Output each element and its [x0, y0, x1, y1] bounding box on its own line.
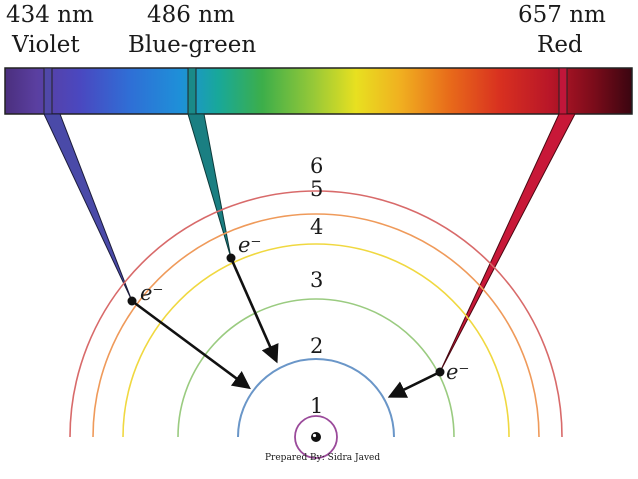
- level-number-5: 5: [310, 177, 323, 201]
- orbit-level-4: [122, 243, 510, 438]
- level-number-3: 3: [310, 268, 323, 292]
- electron-label-red: e⁻: [446, 360, 470, 384]
- red-wavelength-label: 657 nm: [518, 2, 606, 28]
- nucleus: [311, 432, 321, 442]
- red-line-mark: [558, 67, 568, 115]
- bluegreen-wavelength-label: 486 nm: [147, 2, 235, 28]
- level-number-4: 4: [310, 215, 323, 239]
- visible-spectrum-bar: [4, 67, 633, 115]
- violet-line-mark: [43, 67, 53, 115]
- orbit-level-1: [294, 415, 338, 459]
- level-number-2: 2: [310, 334, 323, 358]
- bluegreen-emission-wedge: [187, 113, 232, 259]
- transition-arrow-red: [387, 370, 441, 398]
- electron-bluegreen: [226, 253, 236, 263]
- red-color-label: Red: [537, 32, 583, 58]
- orbit-level-2: [237, 358, 395, 438]
- violet-emission-wedge: [43, 113, 133, 302]
- credit-text: Prepared By: Sidra Javed: [265, 453, 380, 463]
- violet-color-label: Violet: [12, 32, 80, 58]
- orbit-level-6: [69, 190, 563, 438]
- electron-violet: [127, 296, 137, 306]
- bluegreen-line-mark: [187, 67, 197, 115]
- electron-label-violet: e⁻: [140, 281, 164, 305]
- level-number-6: 6: [310, 154, 323, 178]
- level-number-1: 1: [310, 394, 323, 418]
- transition-arrow-bluegreen: [229, 257, 279, 364]
- orbit-level-5: [92, 213, 540, 438]
- violet-wavelength-label: 434 nm: [6, 2, 94, 28]
- red-emission-wedge: [439, 113, 576, 373]
- bluegreen-color-label: Blue-green: [128, 32, 257, 58]
- transition-arrow-violet: [131, 299, 251, 390]
- electron-label-bluegreen: e⁻: [238, 233, 262, 257]
- electron-red: [435, 367, 445, 377]
